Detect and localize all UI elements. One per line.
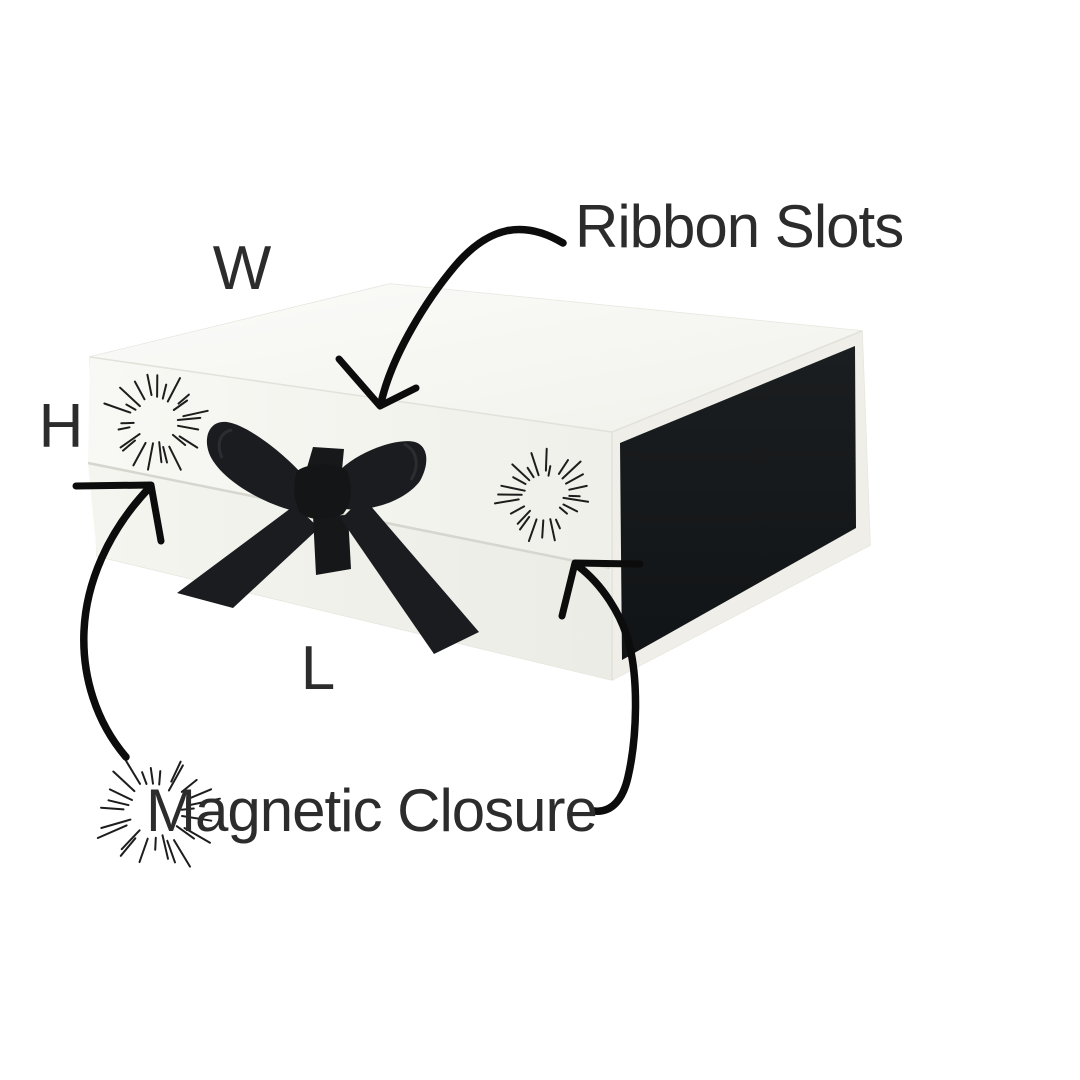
magnetic-closure-left-arrowhead [72,481,165,545]
ribbon-right-tail [341,497,479,654]
sparkle-icon [96,755,221,868]
magnetic-closure-right-arrow-shaft [574,562,640,815]
ribbon-bow [177,421,479,654]
box-top-face [90,284,862,432]
magnetic-closure-label: Magnetic Closure [146,777,597,844]
ribbon-right-loop-fold [403,442,418,481]
box-base-front-face [88,463,612,680]
length-label: L [301,634,335,703]
box-side-panel-black [620,346,856,660]
box-top-front-edge [89,356,613,433]
magnetic-closure-left-arrow [72,481,165,761]
ribbon-right-loop [339,441,427,510]
ribbon-left-loop [206,421,306,512]
magnetic-closure-left-arrow-shaft [80,483,154,761]
box-top-right-edge [611,330,863,433]
ribbon-slots-label: Ribbon Slots [575,193,903,260]
magnetic-closure-right-arrowhead [558,559,644,620]
ribbon-left-tail [177,505,319,608]
height-label: H [39,392,84,461]
width-label: W [213,234,272,303]
ribbon-knot [294,464,351,520]
sparkle-icon [103,373,209,471]
ribbon-left-loop-fold [217,428,233,459]
ribbon-center-tail [313,515,351,575]
ribbon-slots-arrow-shaft [377,225,567,407]
magnetic-closure-right-arrow [558,559,644,815]
gift-box [87,283,871,681]
ribbon-slots-arrow [335,225,567,410]
ribbon-slots-arrowhead [335,355,420,410]
sparkle-icon [494,447,590,543]
